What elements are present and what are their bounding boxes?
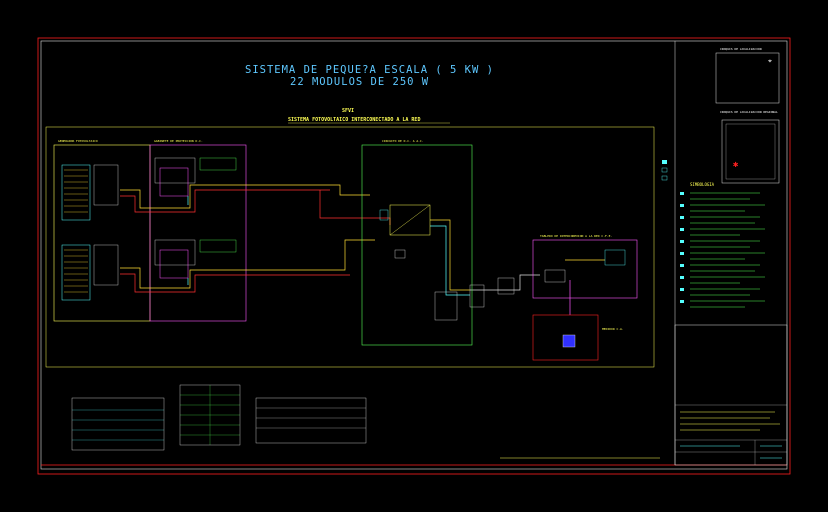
pv-array-upper <box>61 157 237 221</box>
legend-symbols <box>661 160 765 308</box>
ac-breaker-panel <box>434 277 515 321</box>
regional-sketch-label: CROQUIS DE LOCALIZACION REGIONAL <box>720 110 778 114</box>
drawing-title-line2: 22 MODULOS DE 250 W <box>290 76 429 88</box>
dc-protection-label: GABINETE DE PROTECCION D.C. <box>154 139 203 143</box>
ac-circuit-block <box>361 144 473 346</box>
north-arrow-icon: ⌖ <box>768 57 772 65</box>
ac-panel-label: TABLERO DE INTERCONEXION A LA RED C.F.E. <box>540 234 612 238</box>
outer-red-frame <box>37 37 791 475</box>
bottom-table-1 <box>71 397 165 451</box>
meter-device <box>562 334 576 348</box>
title-block-footer-lines <box>680 445 782 459</box>
bottom-table-3 <box>255 397 367 444</box>
ac-panel-block <box>532 239 638 299</box>
title-block-rules <box>675 404 787 465</box>
location-sketch-frame <box>715 52 780 104</box>
bottom-table-2 <box>179 384 241 446</box>
regional-sketch-inner <box>725 123 776 180</box>
regional-sketch-frame <box>721 119 780 184</box>
generator-label: GENERADOR FOTOVOLTAICO <box>58 139 98 143</box>
section-code: SFVI <box>342 108 354 114</box>
legend-title: SIMBOLOGIA <box>690 182 715 187</box>
dc-wiring <box>120 184 605 315</box>
ac-panel-bus <box>544 269 566 283</box>
section-title: SISTEMA FOTOVOLTAICO INTERCONECTADO A LA… <box>288 117 420 123</box>
title-block-text-lines <box>680 411 780 431</box>
diagram-frame <box>45 126 655 368</box>
location-sketch-label: CROQUIS DE LOCALIZACION <box>720 47 762 51</box>
pv-array-lower <box>61 239 237 301</box>
generator-block <box>53 144 151 322</box>
ac-panel-breaker <box>604 249 626 266</box>
title-block <box>674 324 788 466</box>
drawing-title-line1: SISTEMA DE PEQUE?A ESCALA ( 5 KW ) <box>245 64 494 76</box>
inner-white-border <box>40 40 788 470</box>
meter-label: MEDIDOR C.A. <box>602 327 624 331</box>
dc-protection-block <box>149 144 247 322</box>
meter-block <box>532 314 599 361</box>
ac-circuit-label: CIRCUITO DE D.C. A A.C. <box>382 139 424 143</box>
inverter <box>379 204 431 259</box>
location-marker-icon: ✱ <box>733 160 739 170</box>
